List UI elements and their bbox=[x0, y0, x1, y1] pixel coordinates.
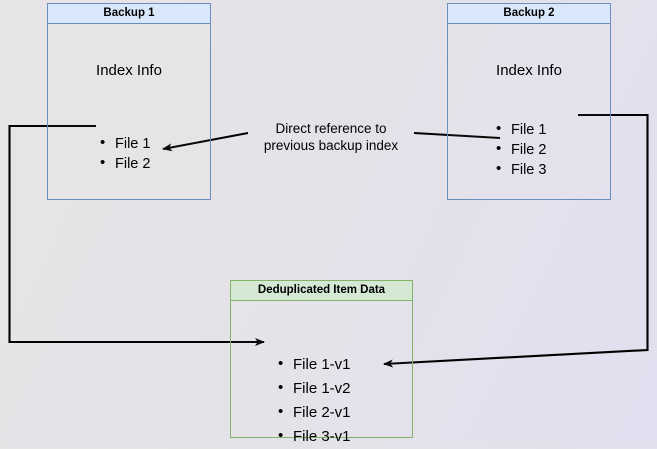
list-item: File 1 bbox=[496, 119, 546, 140]
backup1-file-list: File 1 File 2 bbox=[100, 133, 150, 174]
dedup-file-list: File 1-v1 File 1-v2 File 2-v1 File 3-v1 bbox=[278, 352, 351, 449]
backup1-body: Index Info File 1 File 2 bbox=[48, 24, 210, 199]
direct-reference-label-line1: Direct reference to bbox=[275, 121, 387, 136]
list-item: File 2 bbox=[100, 153, 150, 174]
dedup-header: Deduplicated Item Data bbox=[231, 281, 412, 301]
list-item: File 2 bbox=[496, 139, 546, 160]
list-item: File 2-v1 bbox=[278, 400, 351, 425]
backup2-header: Backup 2 bbox=[448, 4, 610, 24]
list-item: File 3 bbox=[496, 159, 546, 180]
backup2-node[interactable]: Backup 2 Index Info File 1 File 2 File 3 bbox=[447, 3, 611, 200]
deduplicated-item-data-node[interactable]: Deduplicated Item Data File 1-v1 File 1-… bbox=[230, 280, 413, 448]
backup2-body: Index Info File 1 File 2 File 3 bbox=[448, 24, 610, 199]
backup2-file-list: File 1 File 2 File 3 bbox=[496, 119, 546, 180]
backup2-index-label: Index Info bbox=[496, 62, 562, 79]
backup1-node[interactable]: Backup 1 Index Info File 1 File 2 bbox=[47, 3, 211, 200]
list-item: File 1-v1 bbox=[278, 352, 351, 377]
backup1-header: Backup 1 bbox=[48, 4, 210, 24]
direct-reference-label: Direct reference to previous backup inde… bbox=[248, 120, 414, 154]
list-item: File 3-v1 bbox=[278, 424, 351, 449]
backup1-index-label: Index Info bbox=[96, 62, 162, 79]
dedup-body: File 1-v1 File 1-v2 File 2-v1 File 3-v1 bbox=[231, 301, 412, 448]
direct-reference-label-line2: previous backup index bbox=[263, 138, 399, 153]
list-item: File 1-v2 bbox=[278, 376, 351, 401]
list-item: File 1 bbox=[100, 133, 150, 154]
